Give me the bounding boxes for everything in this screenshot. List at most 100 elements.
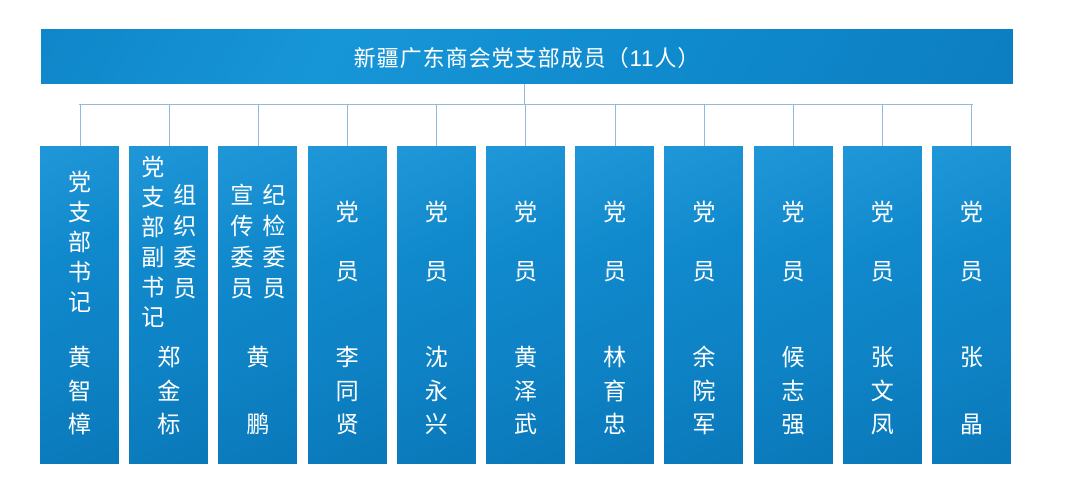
title-line: 党员 xyxy=(336,201,359,283)
member-title: 党员 xyxy=(486,162,565,322)
title-line: 党支部书记 xyxy=(68,168,91,315)
member-title: 党员 xyxy=(932,162,1011,322)
char: 黄 xyxy=(246,344,270,370)
char: 林 xyxy=(603,344,627,370)
member-title: 宣传委员纪检委员 xyxy=(218,162,297,322)
member-title: 党员 xyxy=(754,162,833,322)
connector-drop xyxy=(257,104,259,146)
member-card: 党员 张晶 xyxy=(931,104,1011,464)
char: 泽 xyxy=(513,377,537,404)
title-line: 宣传委员 xyxy=(230,184,253,300)
char: 候 xyxy=(781,344,805,370)
char: 党 xyxy=(335,199,359,225)
char: 记 xyxy=(141,303,165,330)
char: 院 xyxy=(692,377,716,404)
char: 员 xyxy=(173,275,197,301)
char: 金 xyxy=(157,377,181,404)
char: 智 xyxy=(68,377,91,404)
char: 育 xyxy=(603,377,627,404)
connector-stem xyxy=(524,84,525,105)
char: 员 xyxy=(870,258,894,284)
char: 晶 xyxy=(959,411,983,437)
char: 部 xyxy=(141,213,165,240)
member-title: 党员 xyxy=(397,162,476,322)
char: 员 xyxy=(781,258,805,284)
char: 党 xyxy=(959,199,983,225)
member-name: 郑金标 xyxy=(157,346,181,436)
char: 书 xyxy=(68,258,91,285)
char: 部 xyxy=(68,228,91,255)
char: 委 xyxy=(230,244,254,270)
char: 委 xyxy=(262,244,286,270)
char: 宣 xyxy=(230,182,254,208)
char: 员 xyxy=(424,258,448,284)
char: 员 xyxy=(262,275,286,301)
char: 传 xyxy=(230,213,254,239)
connector-drop xyxy=(703,104,705,146)
char: 党 xyxy=(603,199,627,225)
char: 党 xyxy=(870,199,894,225)
title-line: 纪检委员 xyxy=(262,184,285,300)
char: 员 xyxy=(692,258,716,284)
char: 党 xyxy=(68,168,91,195)
char: 永 xyxy=(424,377,448,404)
member-card: 党支部书记 黄智樟 xyxy=(40,104,119,464)
char: 员 xyxy=(959,258,983,284)
connector-drop xyxy=(971,104,973,146)
title-line: 党员 xyxy=(692,201,715,283)
connector-drop xyxy=(79,104,81,146)
char: 武 xyxy=(513,411,537,437)
char: 郑 xyxy=(157,344,181,370)
member-name: 黄鹏 xyxy=(246,346,270,436)
char: 强 xyxy=(781,411,805,437)
member-name: 候志强 xyxy=(781,346,805,436)
char: 书 xyxy=(141,273,165,300)
member-name: 黄泽武 xyxy=(513,346,537,436)
char: 张 xyxy=(959,344,983,370)
char: 员 xyxy=(603,258,627,284)
title-line: 组织委员 xyxy=(173,184,196,300)
char: 员 xyxy=(230,275,254,301)
char: 党 xyxy=(141,153,165,180)
member-name: 张晶 xyxy=(959,346,983,436)
char: 军 xyxy=(692,411,716,437)
char: 检 xyxy=(262,213,286,239)
connector-drop xyxy=(882,104,884,146)
char: 樟 xyxy=(68,411,91,437)
char: 鹏 xyxy=(246,411,270,437)
char: 贤 xyxy=(335,411,359,437)
char: 织 xyxy=(173,213,197,239)
char: 同 xyxy=(335,377,359,404)
char: 支 xyxy=(141,183,165,210)
title-line: 党员 xyxy=(425,201,448,283)
org-title-banner: 新疆广东商会党支部成员（11人） xyxy=(41,29,1013,84)
char: 沈 xyxy=(424,344,448,370)
char: 余 xyxy=(692,344,716,370)
member-card: 党支部副书记组织委员 郑金标 xyxy=(129,104,209,464)
member-name: 沈永兴 xyxy=(424,346,448,436)
member-name: 余院军 xyxy=(692,346,716,436)
char: 党 xyxy=(513,199,537,225)
char: 党 xyxy=(424,199,448,225)
char: 党 xyxy=(781,199,805,225)
member-title: 党支部副书记组织委员 xyxy=(129,155,208,328)
member-name: 林育忠 xyxy=(603,346,627,436)
char: 支 xyxy=(68,198,91,225)
member-title: 党支部书记 xyxy=(40,162,119,322)
title-line: 党员 xyxy=(603,201,626,283)
char: 委 xyxy=(173,244,197,270)
char: 记 xyxy=(68,288,91,315)
char: 纪 xyxy=(262,182,286,208)
connector-drop xyxy=(793,104,794,146)
connector-drop xyxy=(525,104,527,146)
member-card: 党员 余院军 xyxy=(664,104,744,464)
char: 志 xyxy=(781,377,805,404)
connector-drop xyxy=(614,104,616,146)
char: 文 xyxy=(870,377,894,404)
char: 组 xyxy=(173,182,197,208)
connector-drop xyxy=(347,104,349,146)
member-title: 党员 xyxy=(575,162,654,322)
member-name: 张文凤 xyxy=(870,346,894,436)
char: 忠 xyxy=(603,411,627,437)
